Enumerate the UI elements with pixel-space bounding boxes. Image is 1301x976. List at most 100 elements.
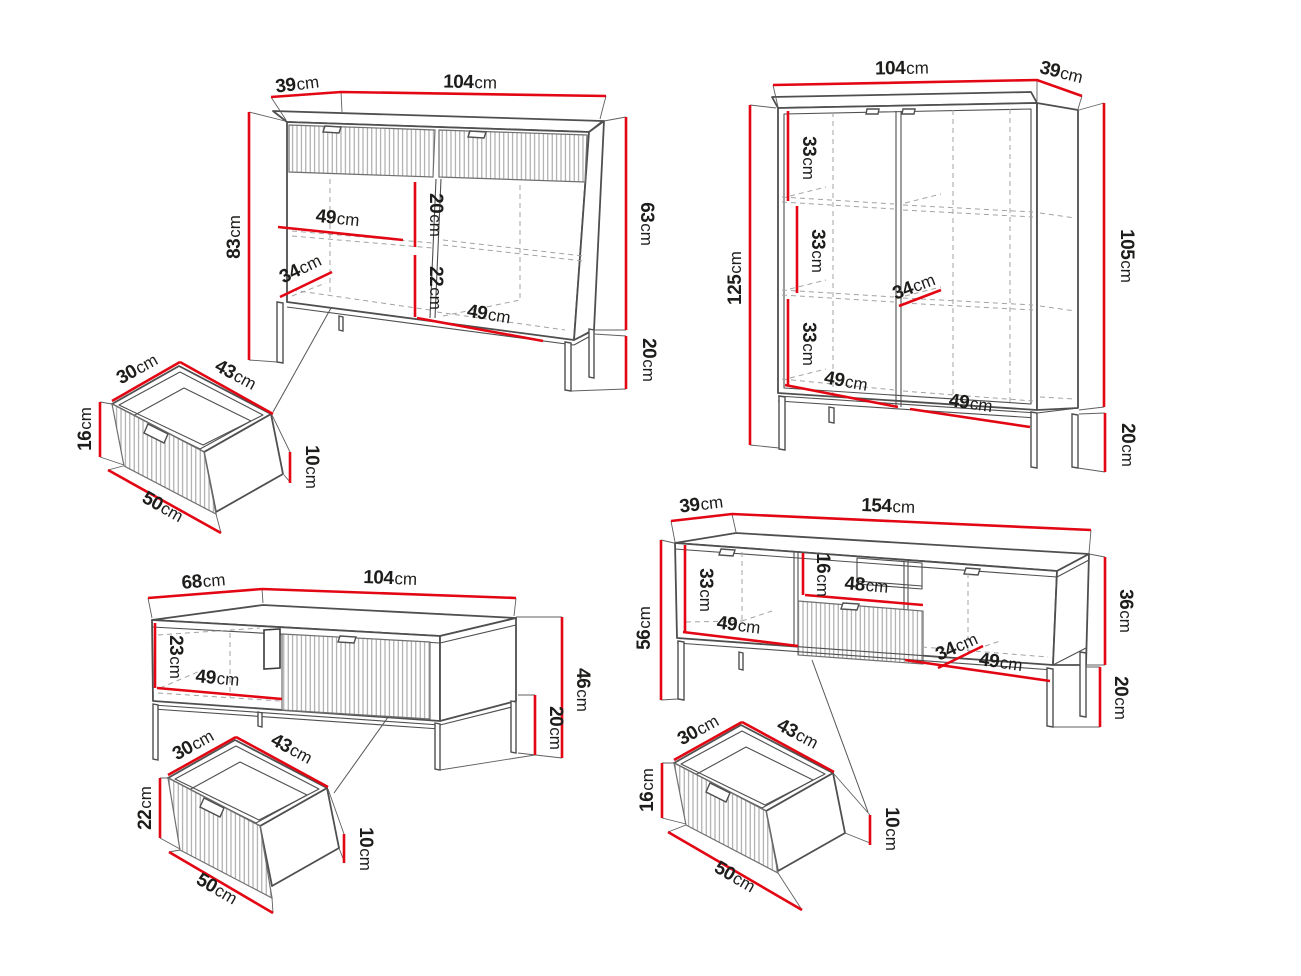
dim-label-bottom-left: 49cm: [823, 367, 870, 395]
dim-label-depth: 39cm: [678, 491, 724, 517]
dim-label-front-height: 16cm: [75, 407, 96, 451]
dim-line-shelf-depth: [898, 288, 942, 308]
dim-label-back-height: 10cm: [301, 445, 322, 489]
dim-label-depth: 39cm: [274, 71, 320, 97]
cabinet-side-face: [1036, 102, 1079, 411]
interior-hidden-lines: [157, 627, 281, 702]
tvstand-side-face: [1052, 553, 1090, 666]
dim-label-door-width: 49cm: [716, 612, 762, 638]
extension-lines: [159, 777, 345, 914]
dim-label-depth: 68cm: [181, 569, 226, 594]
drawer-pull-right: [467, 130, 487, 139]
door-pull-left: [718, 548, 736, 557]
drawer-pull: [337, 635, 357, 644]
base-rail: [152, 704, 517, 730]
dim-label-width: 104cm: [443, 72, 497, 94]
leg-front-left: [677, 640, 685, 701]
dim-label-niche-width: 48cm: [844, 573, 889, 598]
section-dividers: [793, 552, 909, 656]
leg-middle: [828, 406, 835, 424]
drawer-pull: [840, 602, 860, 611]
dim-line-door-width: [682, 630, 799, 648]
dim-label-height: 83cm: [224, 215, 245, 259]
dim-line-front-width: [168, 850, 274, 915]
door-pull-left: [865, 108, 880, 115]
door-pull-right: [901, 108, 916, 115]
extension-lines: [661, 762, 871, 911]
leg-back-right: [1071, 413, 1079, 469]
dim-line-width: [179, 360, 274, 416]
extension-lines: [147, 588, 563, 771]
dim-line-niche-width: [804, 593, 924, 607]
leg-front-right: [564, 341, 572, 392]
table-side-face: [439, 617, 517, 722]
extension-lines: [749, 80, 1106, 473]
dim-label-leg: 20cm: [1110, 676, 1131, 720]
dim-label-width: 104cm: [363, 567, 418, 590]
drawer-rim-inner: [174, 745, 320, 821]
dim-line-top: [670, 512, 1092, 532]
piece-coffee-table: 68cm 104cm 23cm 49cm 46cm 20cm: [147, 567, 593, 794]
dim-label-niche-height: 16cm: [812, 553, 833, 597]
dim-label-section1: 33cm: [798, 136, 819, 180]
dim-line-shelf-width: [277, 225, 404, 242]
tv-stand-drawer-detail: 30cm 43cm 16cm 10cm 50cm: [637, 711, 902, 912]
piece-sideboard: 39cm 104cm 83cm 63cm 20cm 49cm 34cm 20cm…: [224, 71, 659, 413]
dim-label-inner-width: 49cm: [195, 666, 240, 691]
sideboard-drawer-detail: 30cm 43cm 16cm 10cm 50cm: [75, 350, 322, 535]
piece-tv-stand: 39cm 154cm 56cm 33cm 49cm 16cm 48cm 34cm…: [634, 491, 1136, 813]
leg-front-right: [1046, 667, 1054, 728]
niche-shelf-edge: [856, 580, 923, 587]
sideboard-drawer-front-left: [288, 124, 436, 178]
dim-label-front-width: 50cm: [711, 857, 759, 897]
drawer-rim-inner: [118, 371, 264, 446]
dim-line-shelf-depth: [279, 270, 333, 299]
dim-label-back-height: 10cm: [355, 827, 376, 871]
drawer-pull-notch: [705, 782, 731, 803]
interior-hidden-lines: [685, 552, 1049, 658]
dim-line-top: [147, 587, 517, 600]
dim-label-side-height: 105cm: [1116, 229, 1137, 283]
center-divider: [429, 178, 442, 319]
dim-line-depth: [167, 735, 237, 777]
dim-label-shelf-width: 49cm: [315, 206, 361, 231]
dim-label-front-height: 16cm: [637, 768, 658, 812]
center-divider: [895, 111, 902, 407]
dim-label-section2: 33cm: [807, 229, 828, 273]
leg-front-right: [1030, 411, 1038, 469]
dim-line-bottom-left: [784, 383, 899, 409]
extension-lines: [99, 401, 291, 534]
drawer-pull-left: [322, 125, 342, 134]
leg-front-right: [434, 722, 441, 771]
dim-line-front-width: [107, 468, 222, 535]
dim-label-bottom-right: 49cm: [948, 390, 994, 417]
tvstand-top-edge: [674, 548, 1090, 578]
dim-label-height: 125cm: [725, 251, 746, 305]
interior-hidden-lines: [291, 179, 584, 331]
extension-lines: [248, 91, 627, 392]
dim-line-shelf-depth: [937, 644, 984, 670]
dim-line-top: [772, 78, 1083, 98]
tvstand-drawer-front: [797, 600, 924, 665]
dim-label-door-height: 33cm: [695, 568, 716, 612]
leg-middle: [338, 315, 344, 332]
leg-front-left: [778, 395, 786, 451]
dim-line-width: [235, 735, 329, 789]
dim-label-bottom-width: 49cm: [466, 301, 513, 329]
dim-label-section3: 33cm: [798, 322, 819, 366]
base-rail: [676, 637, 1087, 671]
dim-label-width: 104cm: [875, 58, 929, 80]
coffee-table-drawer-detail: 30cm 43cm 22cm 10cm 50cm: [135, 726, 376, 915]
dim-label-height: 46cm: [572, 668, 593, 712]
extension-lines: [660, 513, 1106, 728]
drawer-callout-line: [333, 705, 397, 794]
leg-back-right: [588, 328, 595, 379]
dim-line-right-width: [904, 658, 1051, 683]
dim-label-leg: 20cm: [1117, 423, 1138, 467]
leg-back-right: [1079, 651, 1087, 718]
dim-label-side-height: 63cm: [636, 202, 657, 246]
dim-label-front-height: 22cm: [135, 786, 156, 830]
dim-label-upper: 20cm: [425, 193, 446, 237]
drawer-pull-notch: [143, 423, 169, 444]
